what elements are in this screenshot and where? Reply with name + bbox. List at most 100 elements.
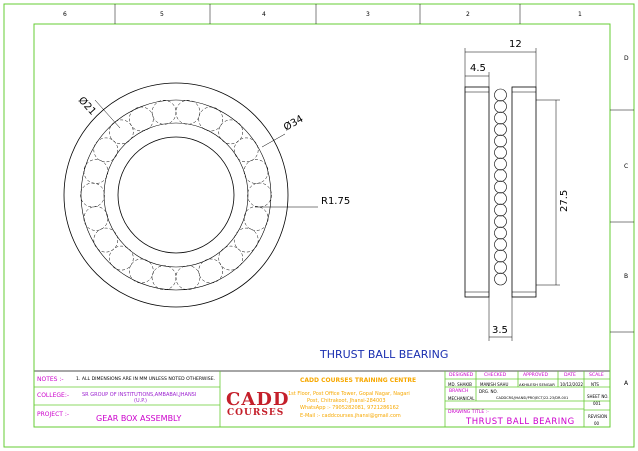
notes-text: 1. ALL DIMENSIONS ARE IN MM UNLESS NOTED… <box>76 377 216 382</box>
ball-side <box>494 88 507 102</box>
ball <box>93 137 119 163</box>
ball <box>198 106 223 132</box>
dim-45: 4.5 <box>470 63 486 74</box>
ball-side <box>494 203 507 217</box>
branch-value: MECHANICAL <box>448 396 475 401</box>
ball-side <box>494 111 507 125</box>
ball <box>175 265 201 290</box>
zone-label-4: 4 <box>262 11 266 18</box>
zone-label-6: 6 <box>63 11 67 18</box>
outer-ring <box>63 82 289 308</box>
drg-no-label: DRG. NO. <box>479 389 498 394</box>
ball-side <box>494 123 507 136</box>
ball-side <box>494 157 507 171</box>
ball-side <box>494 134 507 148</box>
dim-r175: R1.75 <box>321 196 351 207</box>
leader-d21 <box>94 99 121 129</box>
ball <box>175 100 201 125</box>
zone-label-b: B <box>624 273 629 280</box>
zone-label-1: 1 <box>578 11 582 18</box>
notes-label: NOTES :- <box>37 376 64 383</box>
centre-phone: WhatsApp :- 7905282081, 9721286162 <box>300 405 399 411</box>
checked-value: MANISH SAHU <box>480 382 509 387</box>
ball <box>198 258 223 284</box>
revision-value: 00 <box>594 421 600 426</box>
dim-35: 3.5 <box>492 325 508 336</box>
ball <box>109 245 134 271</box>
sheet-no-value: 001 <box>593 401 601 406</box>
ball-side <box>494 226 507 240</box>
designed-value: MD. SHAKIB <box>448 382 472 387</box>
ball-set-front <box>80 100 272 290</box>
ball <box>233 137 259 163</box>
centre-email: E-Mail :- caddcourses.jhansi@gmail.com <box>300 413 401 419</box>
ball-side <box>494 192 507 205</box>
inner-ring-outer <box>103 122 249 268</box>
scale-label: SCALE <box>589 373 604 378</box>
college-line2: (U.P.) <box>134 398 147 404</box>
ball-side <box>494 215 507 228</box>
project-value: GEAR BOX ASSEMBLY <box>96 414 182 423</box>
ball <box>93 227 119 253</box>
zone-label-3: 3 <box>366 11 370 18</box>
project-label: PROJECT :- <box>37 411 70 418</box>
centre-address-2: Post, Chitrakoot, Jhansi-284003 <box>307 398 386 404</box>
ball-side <box>494 261 507 274</box>
ball <box>80 182 105 208</box>
dim-275: 27.5 <box>559 189 570 212</box>
ball <box>243 206 269 231</box>
college-line1: SR GROUP OF INSTITUTIONS,AMBABAI,JHANSI <box>82 392 197 398</box>
scale-value: NTS <box>591 382 599 387</box>
sheet-no-label: SHEET NO. <box>587 394 609 399</box>
ball-side <box>494 169 507 182</box>
ball-side <box>494 100 507 113</box>
ball <box>218 245 243 271</box>
revision-label: REVISION <box>588 414 608 419</box>
centre-address-1: 1st Floor, Post Office Tower, Gopal Naga… <box>288 391 410 397</box>
race-right <box>511 86 537 298</box>
bore <box>117 136 235 254</box>
ball <box>243 159 269 184</box>
ball <box>151 100 177 125</box>
date-label: DATE <box>564 373 576 378</box>
ball <box>218 119 243 145</box>
drg-no-value: CADDCRS/JHANSI/PROJECT/22-23/DR-001 <box>496 396 569 400</box>
college-label: COLLEGE:- <box>37 392 70 399</box>
ball-set-side <box>494 88 507 286</box>
logo-text-cadd: CADD <box>226 389 290 410</box>
ball <box>233 227 259 253</box>
ball-side <box>494 180 507 194</box>
approved-value: AKHILESH SENGAR <box>519 382 555 387</box>
ball <box>247 182 272 208</box>
zone-label-c: C <box>624 163 629 170</box>
race-left <box>464 86 490 298</box>
branch-label: BRANCH <box>449 389 469 394</box>
ball-side <box>494 249 507 263</box>
dim-12: 12 <box>509 39 522 50</box>
drawing-title-value: THRUST BALL BEARING <box>466 417 575 427</box>
frame-border <box>33 23 611 428</box>
ball <box>83 159 109 184</box>
zone-label-2: 2 <box>466 11 470 18</box>
zone-label-d: D <box>624 55 629 62</box>
zone-label-5: 5 <box>160 11 164 18</box>
ball <box>129 258 154 284</box>
zone-ticks <box>114 4 634 333</box>
zone-label-a: A <box>624 380 629 387</box>
front-view <box>63 82 318 308</box>
drawing-title-label: DRAWING TITLE :- <box>448 410 489 415</box>
logo-text-courses: COURSES <box>227 408 285 418</box>
side-view <box>464 48 560 341</box>
date-value: 10/12/2022 <box>560 382 584 387</box>
outer-border <box>3 3 635 448</box>
ball-side <box>494 238 507 251</box>
ball <box>151 265 177 290</box>
drawing-title: THRUST BALL BEARING <box>320 348 449 361</box>
leader-d34 <box>261 133 286 148</box>
ball-side <box>494 146 507 159</box>
checked-label: CHECKED <box>484 373 507 378</box>
ball-side <box>494 272 507 286</box>
ball <box>83 206 109 231</box>
ball <box>129 106 154 132</box>
